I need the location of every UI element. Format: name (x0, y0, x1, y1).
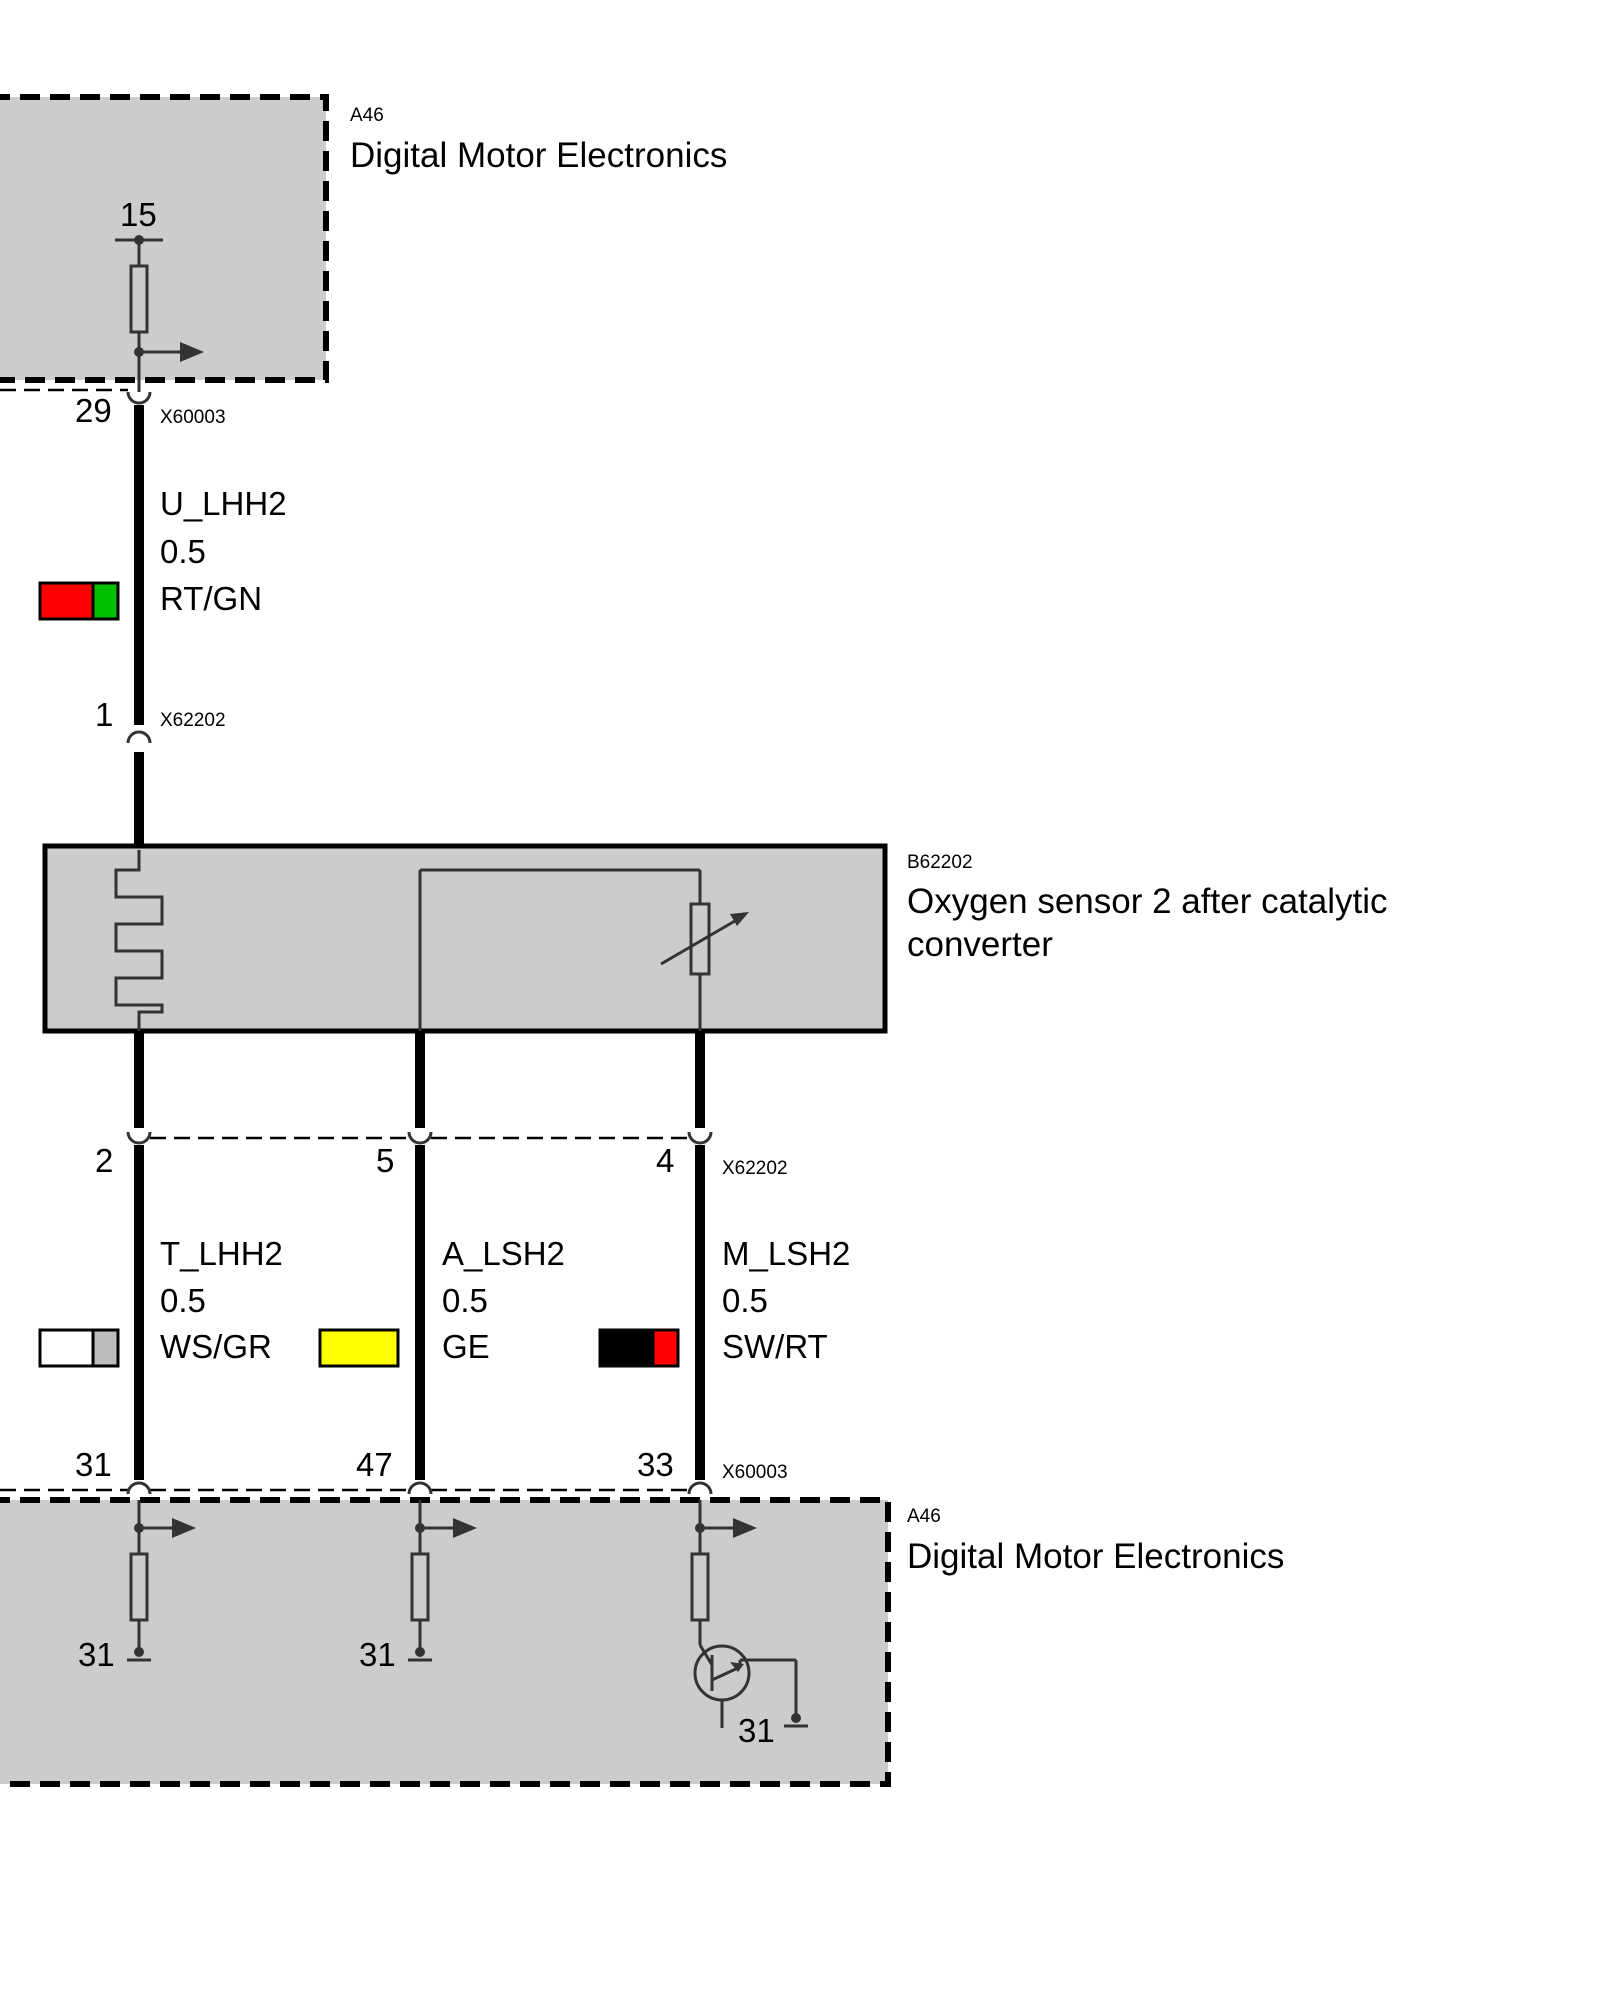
sensor-element-circuit (418, 868, 749, 1031)
sensor-name-line2: converter (907, 925, 1053, 964)
connector-x62202-sockets (126, 1131, 713, 1145)
ecu-pin-29: 29 (75, 392, 112, 429)
ecu-bottom-id: A46 (907, 1506, 941, 1527)
ecu-input-circuit-1 (127, 1500, 196, 1662)
wire-size-t-lhh2: 0.5 (160, 1282, 206, 1319)
connector-x60003-label: X60003 (160, 407, 226, 428)
ecu-top-input-circuit (115, 235, 204, 392)
sensor-id: B62202 (907, 852, 973, 873)
heater-element-icon (114, 850, 164, 1031)
lower-wires (134, 1145, 705, 1480)
pin-socket-icon (126, 391, 152, 405)
wire-color-a-lsh2: GE (442, 1328, 490, 1365)
pin-socket-icon (126, 730, 152, 744)
wire-u-lhh2 (126, 391, 152, 850)
ecu-pin-33: 33 (637, 1446, 674, 1483)
wire-signal-t-lhh2: T_LHH2 (160, 1235, 283, 1272)
color-swatch-sw-rt (598, 1328, 680, 1368)
color-swatch-rt-gn (38, 581, 120, 621)
wire-color-m-lsh2: SW/RT (722, 1328, 828, 1365)
arrow-right-icon (453, 1518, 477, 1538)
wire-size-u-lhh2: 0.5 (160, 533, 206, 570)
wire-signal-a-lsh2: A_LSH2 (442, 1235, 565, 1272)
sensor-name-line1: Oxygen sensor 2 after catalytic (907, 882, 1388, 921)
ecu-top-name: Digital Motor Electronics (350, 136, 727, 175)
sensor-pin-4: 4 (656, 1142, 674, 1179)
arrow-right-icon (180, 342, 204, 362)
ecu-bottom-name: Digital Motor Electronics (907, 1537, 1284, 1576)
wire-signal-m-lsh2: M_LSH2 (722, 1235, 850, 1272)
ground-label-3: 31 (738, 1712, 775, 1749)
ground-label-1: 31 (78, 1636, 115, 1673)
color-swatch-ws-gr (38, 1328, 120, 1368)
wire-signal-u-lhh2: U_LHH2 (160, 485, 287, 522)
connector-x62202-top-label: X62202 (160, 710, 226, 731)
sensor-pin-1: 1 (95, 696, 113, 733)
emitter-arrow-icon (730, 1662, 744, 1672)
wire-size-m-lsh2: 0.5 (722, 1282, 768, 1319)
wire-size-a-lsh2: 0.5 (442, 1282, 488, 1319)
sensor-box (42, 843, 888, 1034)
ecu-input-circuit-2 (408, 1500, 477, 1662)
sensor-pin-2: 2 (95, 1142, 113, 1179)
wire-color-t-lhh2: WS/GR (160, 1328, 272, 1365)
variable-resistor-arrow-icon (730, 912, 749, 926)
ecu-input-circuit-3 (690, 1500, 808, 1728)
arrow-right-icon (172, 1518, 196, 1538)
ecu-top-id: A46 (350, 105, 384, 126)
arrow-right-icon (733, 1518, 757, 1538)
supply-terminal-label: 15 (120, 196, 157, 233)
ecu-bottom-box (0, 1497, 891, 1787)
ecu-pin-47: 47 (356, 1446, 393, 1483)
color-swatch-ge (318, 1328, 400, 1368)
ground-label-2: 31 (359, 1636, 396, 1673)
connector-x60003-bottom-label: X60003 (722, 1462, 788, 1483)
lower-wire-stubs (134, 1033, 705, 1128)
connector-x60003-sockets (126, 1481, 713, 1495)
ecu-pin-31: 31 (75, 1446, 112, 1483)
connector-x62202-bottom-label: X62202 (722, 1158, 788, 1179)
sensor-pin-5: 5 (376, 1142, 394, 1179)
wire-color-u-lhh2: RT/GN (160, 580, 262, 617)
